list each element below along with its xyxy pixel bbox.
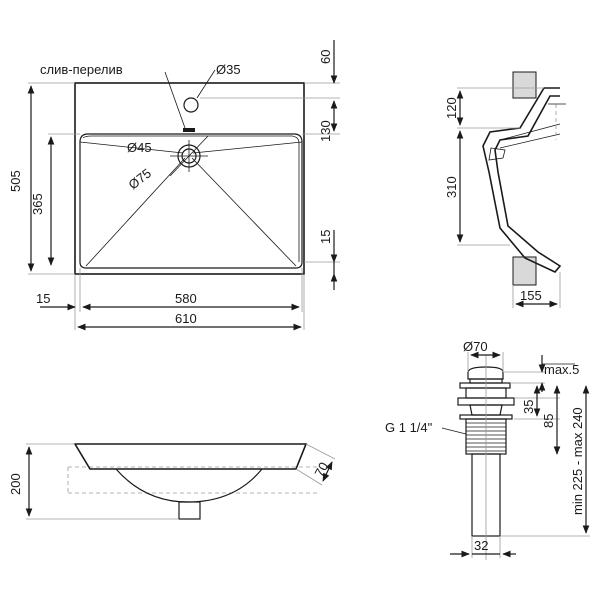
dim-side-bowl: 310 [444, 176, 459, 198]
sink-profile-side [482, 87, 562, 273]
dim-total-width: 610 [175, 311, 197, 326]
faucet-hole [183, 97, 199, 113]
bowl-outline-top [79, 133, 303, 269]
dim-total-depth: 505 [8, 170, 23, 192]
dim-rear-top: 60 [318, 50, 333, 64]
overflow-slot [183, 128, 195, 132]
drain-hole-label: Ø45 [127, 140, 152, 155]
dim-side-upper: 120 [444, 97, 459, 119]
side-section-view: 120 310 155 [444, 71, 566, 308]
front-view: 200 70 [8, 443, 336, 520]
dim-front-angle: 70 [311, 460, 331, 480]
dim-bowl-depth: 365 [30, 193, 45, 215]
thread-label: G 1 1/4" [385, 420, 433, 435]
max-protrusion-label: max.5 [544, 362, 579, 377]
dim-rear-to-bowl: 130 [318, 120, 333, 142]
top-view: слив-перелив Ø35 Ø45 Ø75 505 365 60 130 … [8, 40, 340, 331]
dim-left-rim: 15 [36, 291, 50, 306]
wall-block-top [512, 71, 537, 99]
drain-outer-label: Ø75 [125, 165, 154, 192]
height-range-label: min 225 - max 240 [570, 407, 585, 515]
drain-detail-view: Ø70 max.5 35 85 min 225 - max 240 G 1 1/… [385, 339, 590, 560]
overflow-drain-label: слив-перелив [40, 62, 123, 77]
faucet-hole-label: Ø35 [216, 62, 241, 77]
bowl-diagonal-left [85, 157, 186, 267]
sink-outline-top [74, 82, 305, 275]
dim-bowl-width: 580 [175, 291, 197, 306]
dim-drain-35: 35 [521, 400, 536, 414]
dim-front-height: 200 [8, 473, 23, 495]
bowl-diagonal-right [191, 157, 297, 267]
dim-drain-pipe: 32 [474, 538, 488, 553]
dim-side-width: 155 [520, 288, 542, 303]
drain-cap [467, 366, 504, 380]
dim-front-rim: 15 [318, 230, 333, 244]
drain-outlet-front [178, 501, 201, 520]
sink-profile-front [73, 443, 308, 470]
dim-drain-85: 85 [541, 414, 556, 428]
trap-cap-diameter-label: Ø70 [463, 339, 488, 354]
